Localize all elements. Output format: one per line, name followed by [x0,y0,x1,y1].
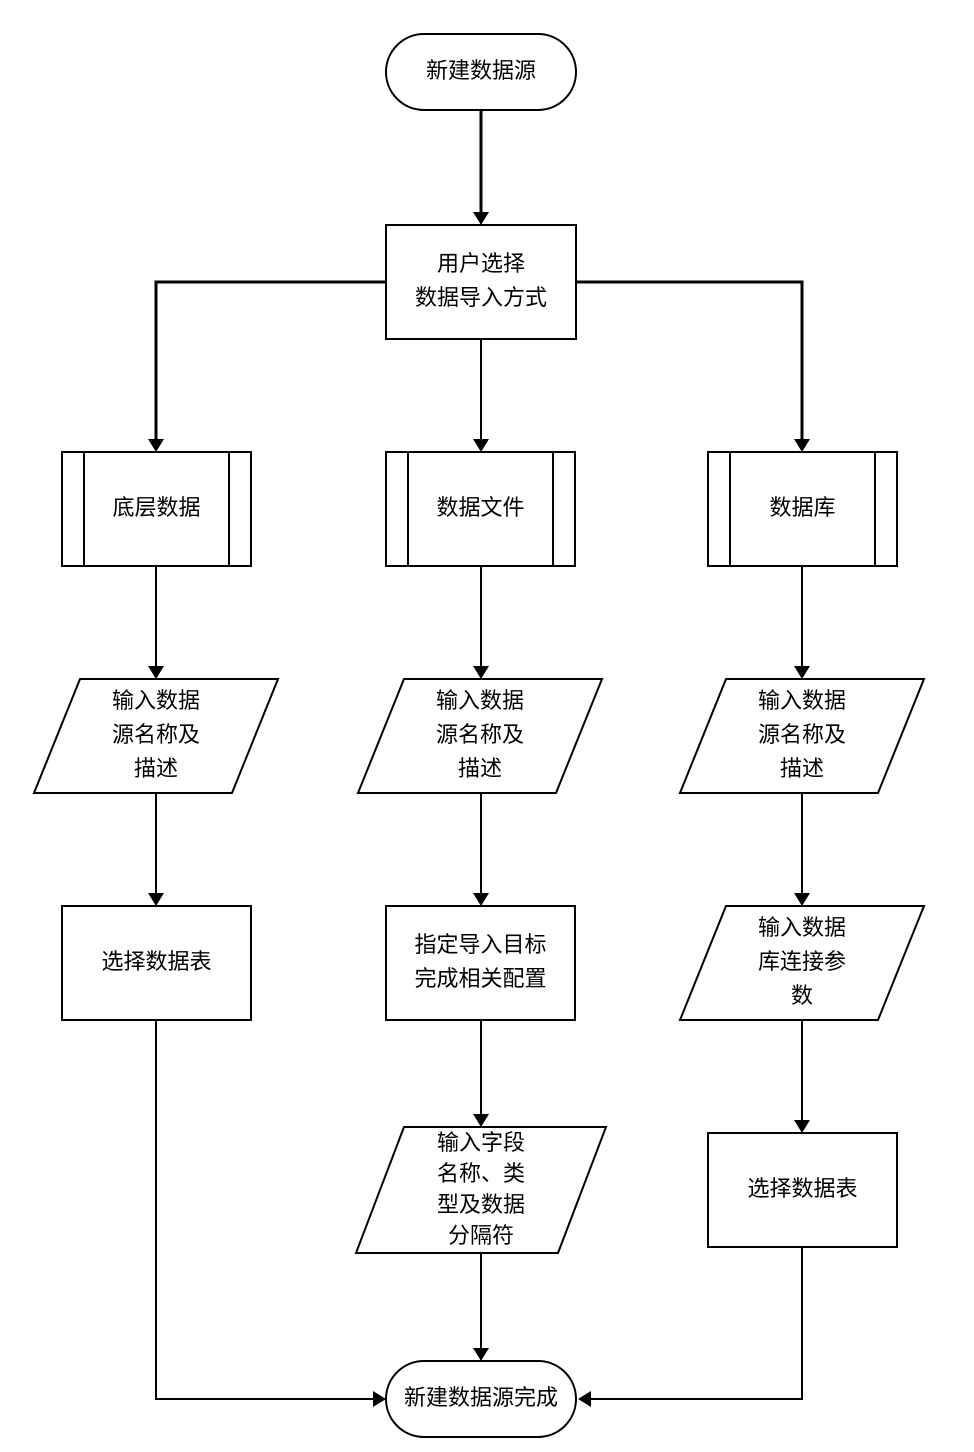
select-table-right-process [707,1132,898,1248]
arrowhead-end-right [578,1391,591,1407]
end-label: 新建数据源完成 [403,1386,558,1411]
arrowhead-db-conn [794,893,810,906]
input-desc-mid-io [356,678,604,794]
data-file-subprocess [385,451,576,567]
edge-choose-to-underlying [154,280,386,441]
input-desc-left-label: 输入数据 源名称及 描述 [111,689,200,782]
arrowhead-field-info [473,1114,489,1127]
database-label: 数据库 [769,496,836,521]
edge-select-table-left-to-end [155,1020,375,1400]
specify-target-process [385,905,576,1021]
field-info-io [354,1126,608,1254]
arrowhead-end-top [473,1348,489,1361]
end-terminal [385,1360,577,1438]
arrowhead-end-left [373,1391,386,1407]
select-table-left-label: 选择数据表 [101,950,212,975]
select-table-right-label: 选择数据表 [747,1177,858,1202]
start-terminal [385,33,577,111]
input-desc-right-label: 输入数据 源名称及 描述 [757,689,846,782]
db-conn-params-label: 输入数据 库连接参 数 [757,916,846,1009]
arrowhead-desc-right [794,666,810,679]
arrowhead-select-table-left [148,893,164,906]
database-subprocess [707,451,898,567]
input-desc-right-io [678,678,926,794]
edge-choose-to-database [576,280,804,441]
arrowhead-underlying [148,439,164,452]
arrowhead-database [794,439,810,452]
edge-select-table-right-to-end [589,1247,803,1400]
data-file-label: 数据文件 [436,496,525,521]
choose-import-label: 用户选择 数据导入方式 [414,252,547,311]
arrowhead-datafile [473,439,489,452]
arrowhead-specify-target [473,893,489,906]
input-desc-mid-label: 输入数据 源名称及 描述 [435,689,524,782]
choose-import-process [385,224,577,340]
arrowhead-desc-mid [473,666,489,679]
field-info-label: 输入字段 名称、类 型及数据 分隔符 [436,1131,525,1249]
underlying-data-label: 底层数据 [112,496,201,521]
input-desc-left-io [32,678,280,794]
arrowhead-choose [473,212,489,225]
select-table-left-process [61,905,252,1021]
arrowhead-desc-left [148,666,164,679]
specify-target-label: 指定导入目标 完成相关配置 [414,933,547,992]
start-label: 新建数据源 [425,59,536,84]
underlying-data-subprocess [61,451,252,567]
arrowhead-select-table-right [794,1120,810,1133]
db-conn-params-io [678,905,926,1021]
